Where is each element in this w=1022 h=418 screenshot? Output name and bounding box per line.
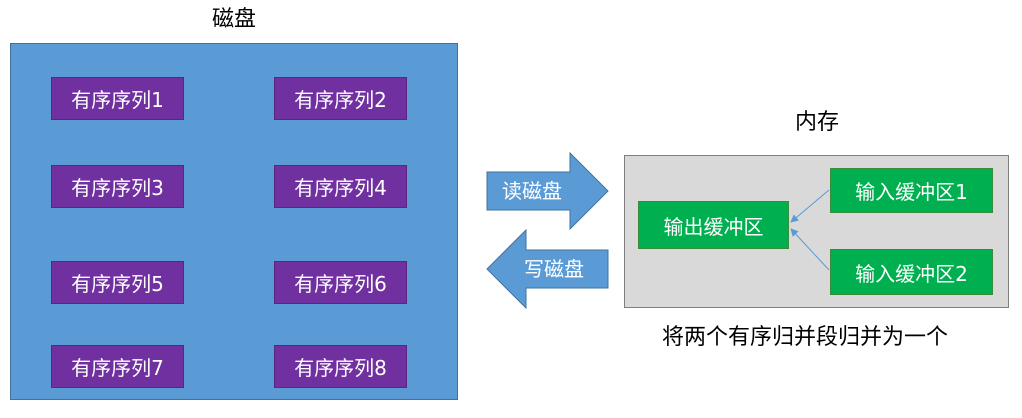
output-buffer: 输出缓冲区 <box>638 201 789 249</box>
sequence-8: 有序序列8 <box>274 345 407 388</box>
disk-title: 磁盘 <box>212 7 257 32</box>
right-arrow-icon <box>486 151 609 231</box>
read-disk-label: 读磁盘 <box>502 179 562 203</box>
connector-input2-to-output <box>790 228 830 271</box>
sequence-1: 有序序列1 <box>51 77 184 120</box>
input-buffer-1: 输入缓冲区1 <box>830 168 993 213</box>
sequence-5: 有序序列5 <box>51 261 184 304</box>
memory-title: 内存 <box>795 110 840 135</box>
sequence-7: 有序序列7 <box>51 345 184 388</box>
input-buffer-2: 输入缓冲区2 <box>830 249 993 295</box>
caption: 将两个有序归并段归并为一个 <box>662 325 949 350</box>
connector-input1-to-output <box>790 189 830 223</box>
left-arrow-icon <box>486 228 609 310</box>
sequence-3: 有序序列3 <box>51 165 184 208</box>
write-disk-label: 写磁盘 <box>524 257 584 281</box>
disk-region: 有序序列1 有序序列2 有序序列3 有序序列4 有序序列5 有序序列6 有序序列… <box>10 43 458 400</box>
sequence-4: 有序序列4 <box>274 165 407 208</box>
memory-region: 输出缓冲区 输入缓冲区1 输入缓冲区2 <box>624 155 1009 308</box>
write-disk-arrow: 写磁盘 <box>486 228 610 310</box>
sequence-2: 有序序列2 <box>274 77 407 120</box>
sequence-6: 有序序列6 <box>274 261 407 304</box>
read-disk-arrow: 读磁盘 <box>486 151 610 231</box>
